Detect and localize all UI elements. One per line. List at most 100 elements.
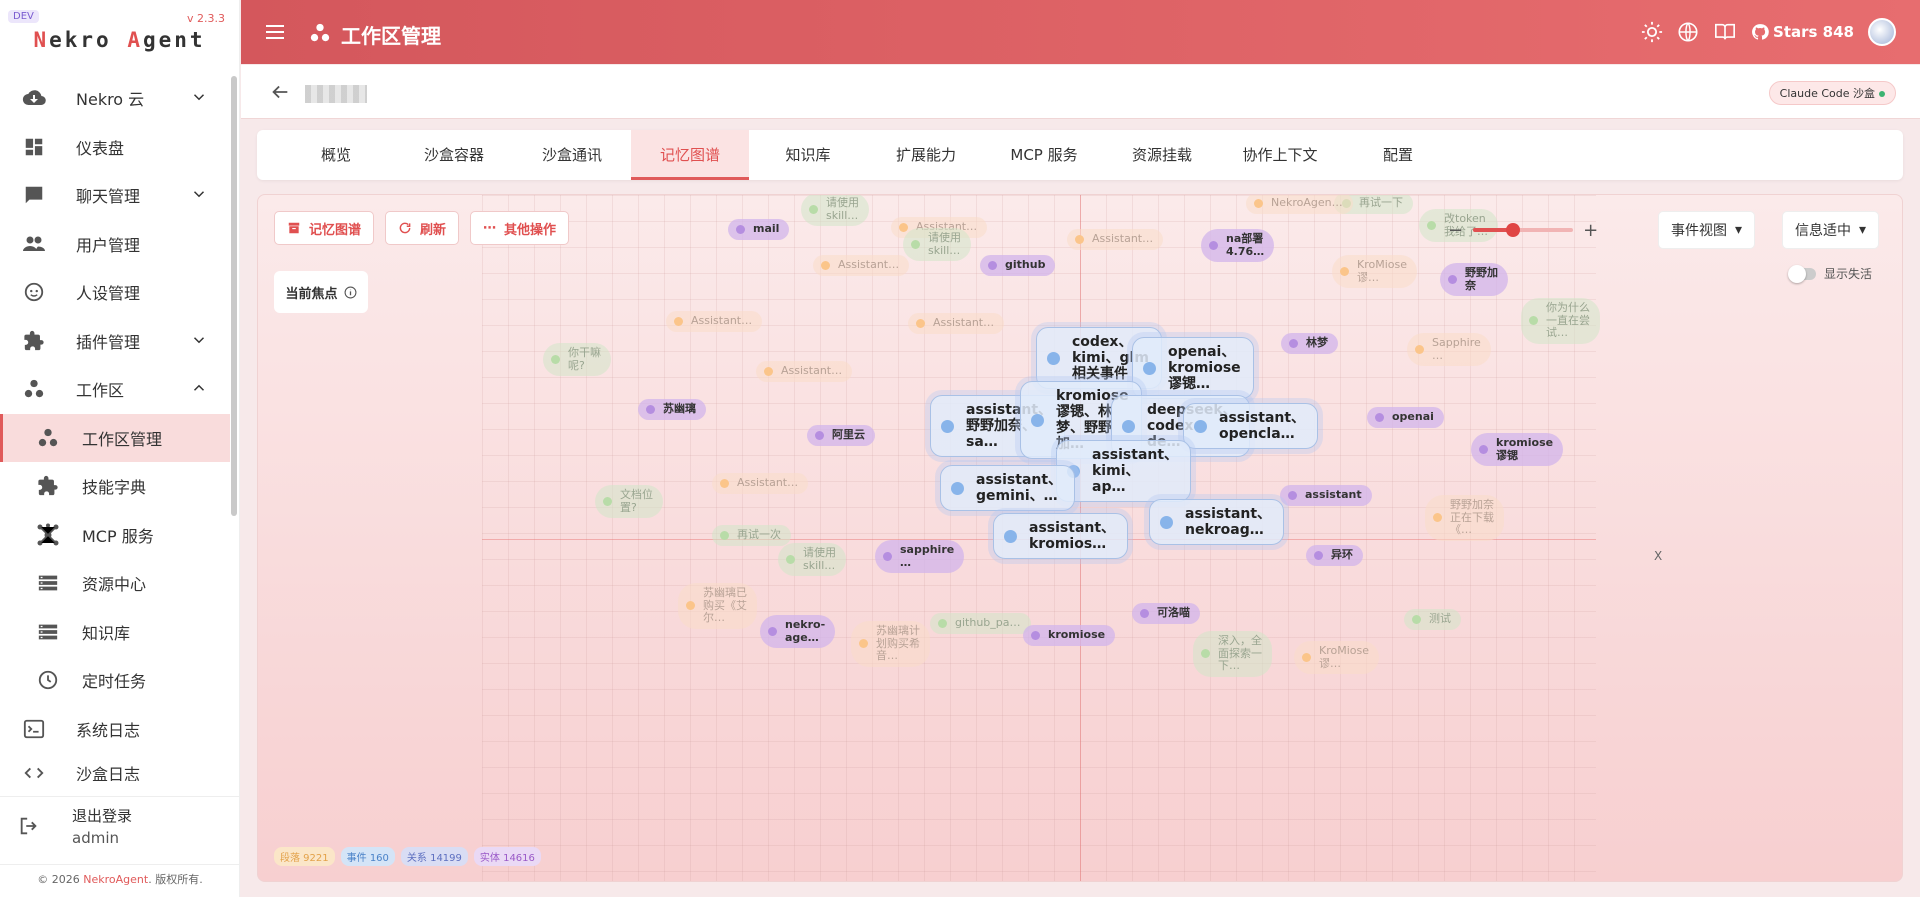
graph-node-event[interactable]: assistant、 gemini、…: [940, 465, 1076, 512]
graph-node-entity[interactable]: mail: [728, 219, 790, 240]
graph-node-green[interactable]: 文档位 置?: [595, 485, 663, 519]
user-avatar[interactable]: [1868, 18, 1896, 46]
graph-node-seg[interactable]: Assistant…: [1067, 229, 1164, 250]
sidebar-item-dashboard[interactable]: 仪表盘: [0, 123, 230, 172]
graph-node-entity[interactable]: kromiose: [1023, 625, 1116, 646]
zoom-slider-knob[interactable]: [1506, 223, 1521, 237]
graph-node-entity[interactable]: 林梦: [1281, 333, 1338, 354]
app-logo[interactable]: Nekro Agent: [33, 28, 206, 52]
graph-node-event[interactable]: assistant、 kromios…: [993, 513, 1129, 560]
tab-config[interactable]: 配置: [1382, 146, 1413, 164]
show-inactive-toggle[interactable]: 显示失活: [1788, 264, 1872, 283]
graph-node-green[interactable]: 你为什么 一直在尝 试…: [1521, 298, 1600, 344]
github-stars-button[interactable]: Stars 848: [1751, 23, 1854, 41]
language-globe-icon[interactable]: [1677, 21, 1699, 43]
graph-node-entity[interactable]: assistant: [1280, 485, 1372, 506]
sidebar-item-mcp[interactable]: MCP 服务: [0, 511, 230, 560]
info-icon[interactable]: [344, 286, 357, 299]
tab-overview[interactable]: 概览: [320, 146, 351, 164]
docs-book-icon[interactable]: [1713, 21, 1737, 43]
sidebar-item-schedule[interactable]: 定时任务: [0, 656, 230, 705]
graph-node-seg[interactable]: NekroAgen…: [1246, 195, 1353, 214]
view-mode-select[interactable]: 事件视图▾: [1658, 211, 1756, 249]
toggle-switch[interactable]: [1788, 264, 1816, 283]
info-density-select[interactable]: 信息适中▾: [1782, 211, 1880, 249]
sidebar-item-workspace-manage[interactable]: 工作区管理: [0, 413, 230, 462]
refresh-button[interactable]: 刷新: [385, 211, 460, 245]
logout-button[interactable]: 退出登录 admin: [0, 796, 240, 858]
sidebar-item-users[interactable]: 用户管理: [0, 220, 230, 269]
tab-mcp[interactable]: MCP 服务: [1010, 146, 1078, 164]
more-actions-button[interactable]: ⋯其他操作: [470, 211, 570, 245]
workspace-subheader: Claude Code 沙盒: [241, 65, 1920, 119]
node-dot: [938, 618, 947, 628]
zoom-out-button[interactable]: −: [1448, 219, 1464, 241]
sidebar-item-plugins[interactable]: 插件管理: [0, 317, 230, 366]
tab-sandbox-container[interactable]: 沙盒容器: [423, 146, 484, 164]
graph-node-entity[interactable]: github: [980, 255, 1056, 276]
sidebar-scrollbar[interactable]: [231, 62, 237, 778]
tab-extensions[interactable]: 扩展能力: [895, 146, 956, 164]
footer-brand-link[interactable]: NekroAgent: [83, 873, 149, 886]
tab-knowledge[interactable]: 知识库: [785, 146, 831, 164]
memory-graph-button[interactable]: 记忆图谱: [274, 211, 375, 245]
sandbox-status-chip[interactable]: Claude Code 沙盒: [1768, 81, 1896, 105]
zoom-in-button[interactable]: +: [1583, 219, 1599, 241]
graph-node-green[interactable]: 改token 我给了…: [1419, 209, 1498, 243]
graph-node-seg[interactable]: KroMiose 谬…: [1332, 255, 1417, 289]
graph-node-seg[interactable]: Assistant…: [908, 313, 1005, 334]
graph-node-seg[interactable]: KroMiose 谬…: [1294, 641, 1379, 675]
graph-node-green[interactable]: 你干嘛 呢?: [543, 343, 611, 377]
graph-node-entity[interactable]: na部署 4.76…: [1201, 229, 1275, 263]
graph-node-entity[interactable]: 野野加 奈: [1440, 263, 1508, 297]
graph-node-seg[interactable]: Assistant…: [712, 473, 809, 494]
graph-node-seg[interactable]: 苏幽璃已 购买《艾 尔…: [678, 583, 757, 629]
graph-node-entity[interactable]: kromiose 谬锶: [1471, 433, 1564, 467]
graph-node-entity[interactable]: openai: [1367, 407, 1444, 428]
graph-node-entity[interactable]: 可洛喵: [1132, 603, 1200, 624]
graph-node-green[interactable]: 测试: [1404, 609, 1461, 630]
graph-node-entity[interactable]: sapphire …: [875, 540, 965, 574]
graph-node-green[interactable]: 请使用 skill…: [903, 228, 971, 262]
sidebar-item-skills[interactable]: 技能字典: [0, 462, 230, 511]
graph-node-entity[interactable]: 异环: [1306, 545, 1363, 566]
theme-toggle-icon[interactable]: [1641, 21, 1663, 43]
sidebar-item-chat[interactable]: 聊天管理: [0, 171, 230, 220]
graph-node-entity[interactable]: 苏幽璃: [638, 399, 706, 420]
graph-node-seg[interactable]: Assistant…: [756, 361, 853, 382]
graph-node-green[interactable]: 请使用 skill…: [778, 543, 846, 577]
graph-node-entity[interactable]: nekro- age…: [760, 615, 836, 649]
graph-node-green[interactable]: 请使用 skill…: [801, 195, 869, 227]
stat-events: 事件 160: [340, 847, 395, 866]
sidebar-item-knowledge[interactable]: 知识库: [0, 608, 230, 657]
graph-node-entity[interactable]: 阿里云: [807, 425, 875, 446]
tab-memory-graph[interactable]: 记忆图谱: [631, 130, 749, 180]
zoom-slider[interactable]: [1473, 223, 1574, 237]
tab-resource-mount[interactable]: 资源挂载: [1131, 146, 1192, 164]
graph-node-green[interactable]: 深入，全 面探索一 下…: [1193, 631, 1272, 677]
tab-sandbox-comm[interactable]: 沙盒通讯: [541, 146, 602, 164]
tab-collab-context[interactable]: 协作上下文: [1242, 146, 1318, 164]
node-label: 再试一次: [737, 528, 781, 541]
graph-node-event[interactable]: assistant、 opencla…: [1183, 403, 1319, 450]
graph-node-event[interactable]: openai、 kromiose 谬锶…: [1132, 337, 1254, 400]
back-arrow-icon[interactable]: [269, 81, 291, 103]
sidebar-item-sandbox-log[interactable]: 沙盒日志: [0, 753, 230, 781]
graph-node-seg[interactable]: Assistant…: [666, 311, 763, 332]
graph-node-seg[interactable]: 苏幽璃计 划购买希 音…: [851, 621, 930, 667]
sidebar-item-resources[interactable]: 资源中心: [0, 559, 230, 608]
graph-node-green[interactable]: github_pa…: [930, 613, 1031, 634]
graph-node-green[interactable]: 再试一次: [712, 525, 791, 546]
graph-node-seg[interactable]: Sapphire …: [1407, 333, 1491, 367]
graph-node-seg[interactable]: 野野加奈 正在下载 《…: [1425, 495, 1504, 541]
sidebar-item-persona[interactable]: 人设管理: [0, 268, 230, 317]
graph-node-event[interactable]: assistant、 kimi、 ap…: [1056, 440, 1192, 503]
graph-node-event[interactable]: assistant、 nekroag…: [1149, 499, 1285, 546]
graph-node-seg[interactable]: Assistant…: [813, 255, 910, 276]
sidebar-item-nekro-cloud[interactable]: Nekro 云: [0, 74, 230, 123]
sidebar-item-system-log[interactable]: 系统日志: [0, 705, 230, 754]
scrollbar-thumb[interactable]: [231, 76, 237, 516]
menu-icon[interactable]: [263, 20, 287, 44]
sidebar-item-workspace[interactable]: 工作区: [0, 365, 230, 414]
